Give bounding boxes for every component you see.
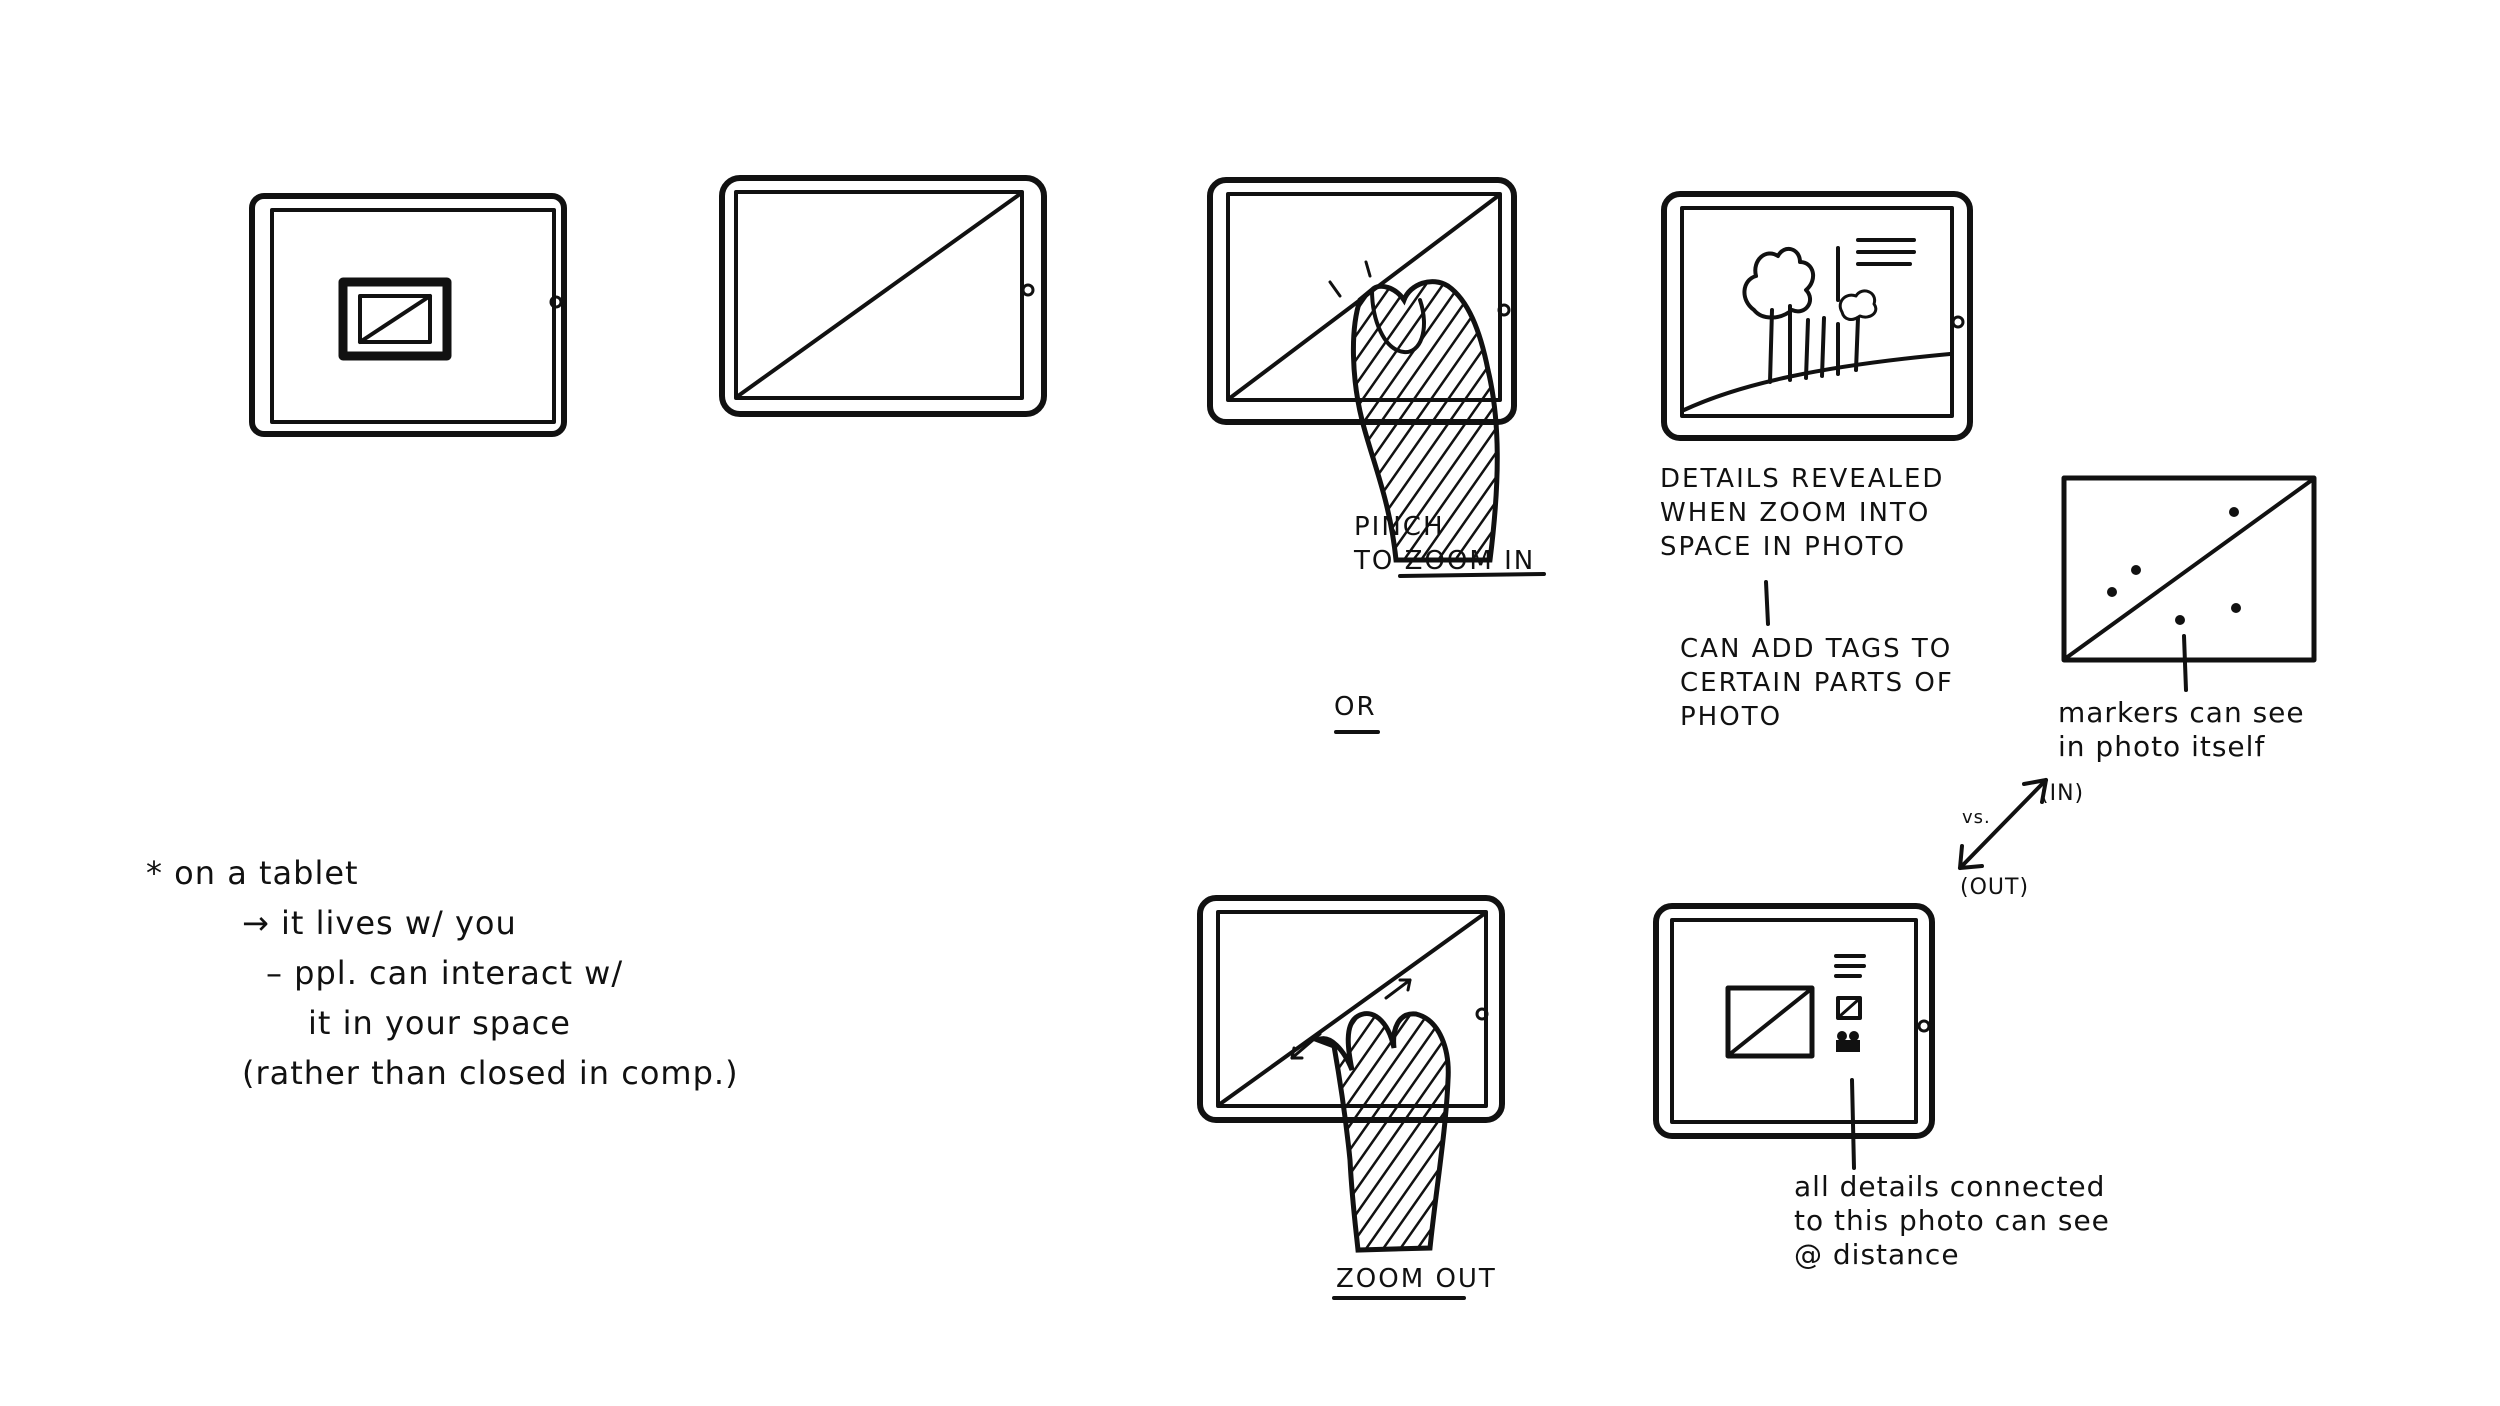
tag-icon bbox=[1836, 996, 1862, 1020]
marker-dot bbox=[2231, 603, 2241, 613]
all-details-note: all details connected to this photo can … bbox=[1794, 1170, 2110, 1272]
zoom-out-note: ZOOM OUT bbox=[1336, 1262, 1497, 1296]
small-photo-icon bbox=[1725, 985, 1815, 1059]
tags-line-2: CERTAIN PARTS OF bbox=[1680, 668, 1954, 698]
markers-line-1: markers can see bbox=[2058, 696, 2305, 729]
tablet-line-1: * on a tablet bbox=[146, 854, 359, 892]
tablet-line-2: → it lives w/ you bbox=[242, 904, 517, 942]
markers-line-2: in photo itself bbox=[2058, 730, 2266, 763]
tags-line-1: CAN ADD TAGS TO bbox=[1680, 634, 1953, 664]
pinch-to-zoom-in-note: PINCH TO ZOOM IN bbox=[1354, 510, 1535, 578]
tablet-line-3: – ppl. can interact w/ bbox=[266, 954, 624, 992]
pinch-hand-icon bbox=[1328, 260, 1500, 563]
or-label: OR bbox=[1334, 690, 1377, 724]
tags-line-3: PHOTO bbox=[1680, 702, 1783, 732]
marker-dot bbox=[2229, 507, 2239, 517]
all-details-line-2: to this photo can see bbox=[1794, 1204, 2110, 1237]
or-text: OR bbox=[1334, 692, 1377, 722]
tablet-sketch-1 bbox=[249, 193, 567, 437]
landscape-illustration bbox=[1682, 246, 1952, 412]
out-text: (OUT) bbox=[1960, 875, 2030, 900]
marker-dot bbox=[2107, 587, 2117, 597]
people-icon bbox=[1836, 1031, 1860, 1052]
text-lines-icon bbox=[1834, 954, 1866, 978]
pinch-line-2: TO ZOOM IN bbox=[1354, 544, 1535, 578]
spread-hand-icon bbox=[1290, 978, 1451, 1253]
details-line-2: WHEN ZOOM INTO bbox=[1660, 498, 1931, 528]
in-label: (IN) bbox=[2040, 776, 2084, 812]
pinch-zoom-in: ZOOM IN bbox=[1404, 546, 1536, 576]
tablet-sketch-pinch bbox=[1207, 177, 1517, 563]
photo-thumbnail bbox=[338, 277, 452, 361]
vs-double-arrow bbox=[1958, 778, 2048, 870]
detail-text-lines-icon bbox=[1836, 238, 1916, 302]
markers-note: markers can see in photo itself bbox=[2058, 696, 2305, 764]
details-line-1: DETAILS REVEALED bbox=[1660, 464, 1945, 494]
out-label: (OUT) bbox=[1960, 870, 2029, 906]
zoom-in-underline bbox=[1398, 572, 1546, 578]
vs-label: vs. bbox=[1962, 800, 1991, 836]
photo-with-markers bbox=[2061, 475, 2317, 692]
details-connector bbox=[1764, 580, 1770, 626]
tablet-sketch-detail bbox=[1661, 191, 1973, 441]
tablet-rationale-note: * on a tablet → it lives w/ you – ppl. c… bbox=[146, 848, 739, 1098]
details-revealed-note: DETAILS REVEALED WHEN ZOOM INTO SPACE IN… bbox=[1660, 462, 1944, 564]
marker-dot bbox=[2175, 615, 2185, 625]
in-text: (IN) bbox=[2040, 781, 2085, 806]
tablet-line-4: it in your space bbox=[308, 1004, 571, 1042]
vs-text: vs. bbox=[1962, 807, 1991, 828]
tablet-sketch-2 bbox=[719, 175, 1047, 417]
tablet-sketch-zoom-out bbox=[1197, 895, 1505, 1253]
all-details-line-3: @ distance bbox=[1794, 1238, 1960, 1271]
all-details-line-1: all details connected bbox=[1794, 1170, 2106, 1203]
zoom-out-text: ZOOM OUT bbox=[1336, 1264, 1497, 1294]
tablet-sketch-distance bbox=[1653, 903, 1935, 1170]
add-tags-note: CAN ADD TAGS TO CERTAIN PARTS OF PHOTO bbox=[1680, 632, 1954, 734]
details-line-3: SPACE IN PHOTO bbox=[1660, 532, 1907, 562]
marker-dot bbox=[2131, 565, 2141, 575]
tablet-line-5: (rather than closed in comp.) bbox=[242, 1054, 739, 1092]
pinch-line-1: PINCH bbox=[1354, 512, 1445, 542]
pinch-prefix: TO bbox=[1354, 546, 1405, 576]
